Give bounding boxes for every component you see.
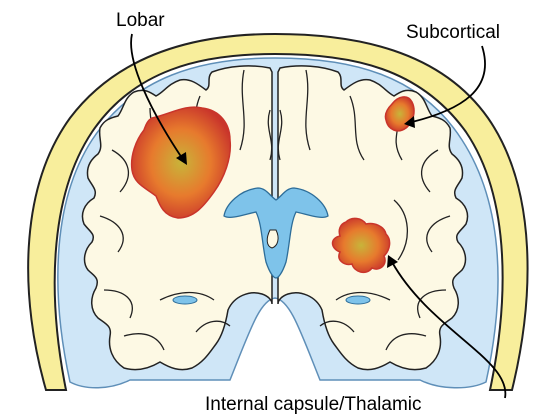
label-internal-capsule-thalamic: Internal capsule/Thalamic bbox=[205, 394, 422, 415]
label-subcortical: Subcortical bbox=[406, 22, 500, 43]
third-ventricle bbox=[267, 230, 278, 248]
label-lobar: Lobar bbox=[116, 10, 165, 31]
right-temporal-horn bbox=[346, 296, 370, 304]
left-temporal-horn bbox=[173, 296, 197, 304]
